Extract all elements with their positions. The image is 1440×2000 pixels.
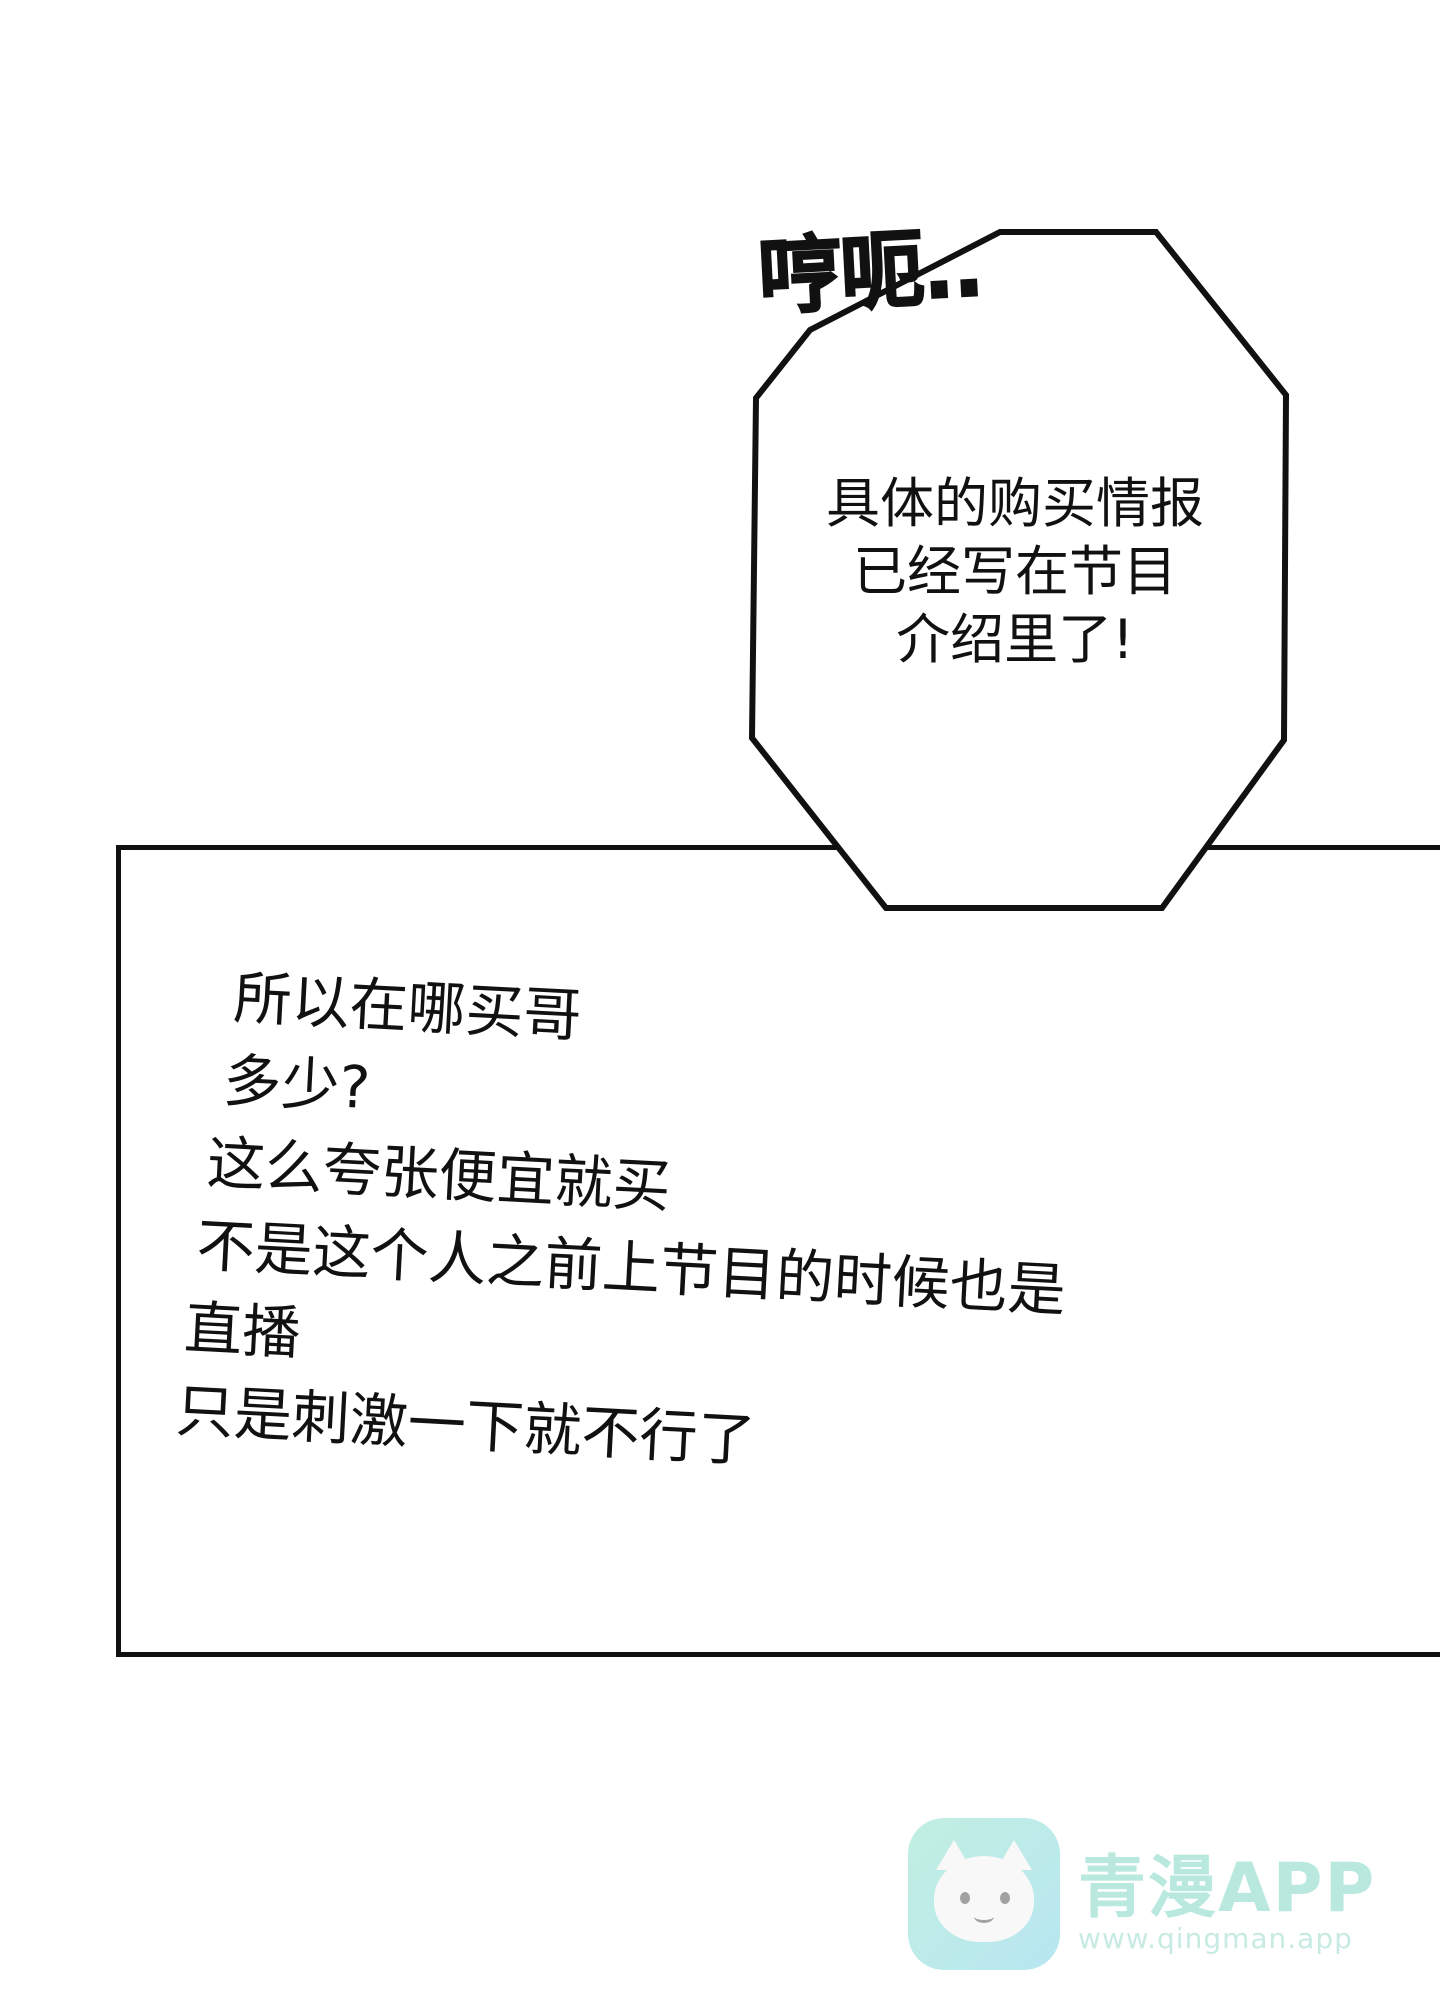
caption-text: 所以在哪买哥 多少? 这么夸张便宜就买 不是这个人之前上节目的时候也是 直播 只… [174,955,1398,1515]
watermark-url: www.qingman.app [1078,1922,1353,1955]
caption-box [116,845,1440,1657]
watermark-title: 青漫APP [1078,1849,1377,1928]
speech-line: 介绍里了! [896,608,1134,671]
cat-face-icon [908,1818,1060,1970]
speech-line: 已经写在节目 [853,540,1177,603]
speech-line: 具体的购买情报 [826,472,1204,535]
speech-bubble-text: 具体的购买情报 已经写在节目 介绍里了! [770,470,1260,674]
sound-effect-text: 哼呃.. [755,216,986,328]
app-watermark: 青漫APP www.qingman.app [908,1818,1428,1978]
